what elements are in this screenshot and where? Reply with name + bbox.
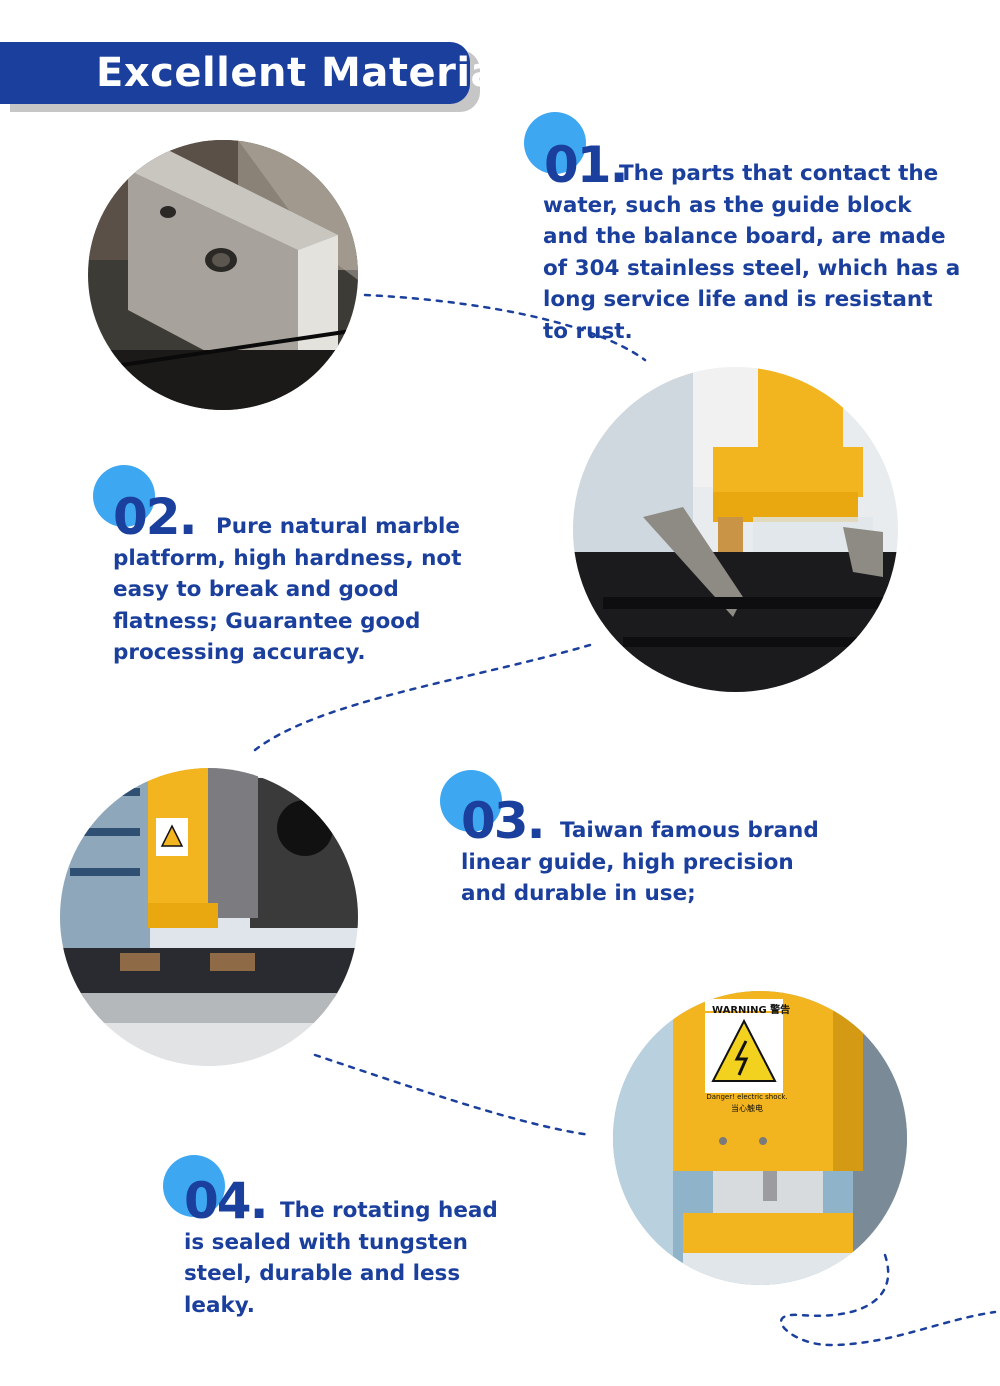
guide-block-photo bbox=[88, 140, 358, 410]
warning-label-caption: Danger! electric shock. bbox=[706, 1093, 788, 1101]
linear-guide-machine-photo bbox=[60, 768, 358, 1066]
step-01-number: 01. bbox=[544, 136, 629, 194]
step-01-bubble bbox=[524, 112, 586, 174]
rotating-head-photo bbox=[613, 991, 907, 1285]
step-02-bubble bbox=[93, 465, 155, 527]
page-title: Excellent Material bbox=[96, 50, 513, 96]
warning-label-title: WARNING 警告 bbox=[712, 1005, 791, 1016]
step-04-bubble bbox=[163, 1155, 225, 1217]
title-banner bbox=[0, 42, 470, 104]
warning-label-caption-cn: 当心触电 bbox=[731, 1104, 763, 1113]
step-04-text: The rotating head is sealed with tungste… bbox=[184, 1198, 498, 1318]
step-02-number: 02. bbox=[113, 488, 198, 546]
step-03-number: 03. bbox=[461, 792, 546, 850]
step-03-bubble bbox=[440, 770, 502, 832]
machine-guide-photo bbox=[573, 367, 898, 692]
step-03-text: Taiwan famous brand linear guide, high p… bbox=[461, 818, 819, 906]
step-02-text: Pure natural marble platform, high hardn… bbox=[113, 514, 462, 665]
step-04-number: 04. bbox=[184, 1172, 269, 1230]
step-01-text: The parts that contact the water, such a… bbox=[543, 161, 961, 344]
